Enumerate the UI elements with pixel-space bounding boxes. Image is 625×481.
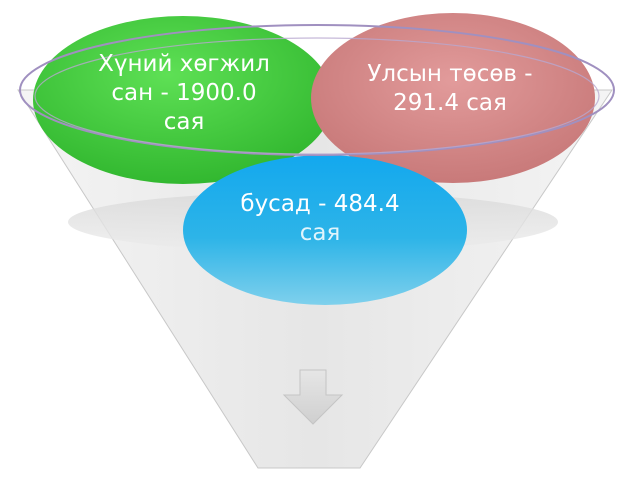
source-circle-red bbox=[311, 13, 595, 183]
source-label-red: Улсын төсөв - 291.4 сая bbox=[367, 61, 533, 116]
source-label-blue-line1: бусад - 484.4 bbox=[240, 191, 400, 217]
funnel-rim-outer bbox=[19, 24, 615, 156]
source-label-blue-line2: сая bbox=[299, 220, 341, 246]
funnel-rim-inner bbox=[34, 37, 600, 155]
down-arrow-icon bbox=[282, 369, 344, 425]
source-circle-green bbox=[33, 16, 333, 184]
source-circle-blue bbox=[183, 155, 467, 305]
source-label-green: Хүний хөгжил сан - 1900.0 сая bbox=[98, 51, 270, 135]
